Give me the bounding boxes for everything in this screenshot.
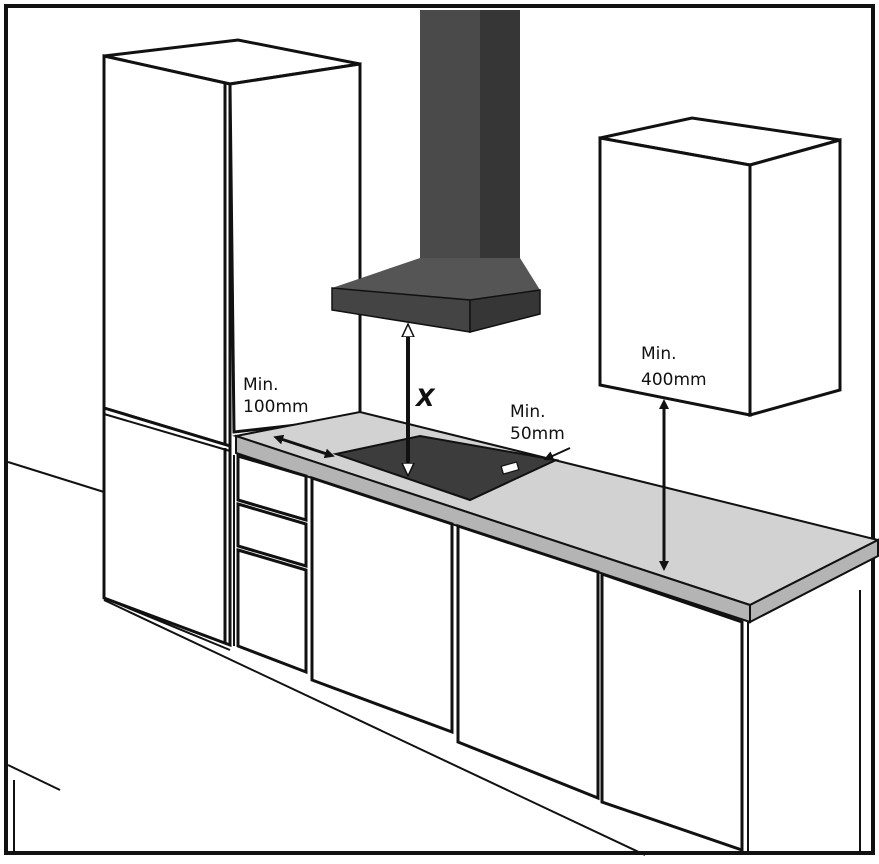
side-clearance-value-label: 100mm xyxy=(243,397,309,417)
back-clearance-min-label: Min. xyxy=(510,402,546,422)
frame-border xyxy=(4,4,875,855)
pointer-arrow-icon xyxy=(543,447,571,461)
back-clearance-value-label: 50mm xyxy=(510,424,565,444)
chimney-hood xyxy=(331,10,541,333)
hood-height-label: X xyxy=(416,384,435,412)
wall-cabinet xyxy=(598,116,842,417)
cabinet-clearance-value-label: 400mm xyxy=(641,370,707,390)
double-arrow-icon xyxy=(273,434,335,459)
cabinet-clearance-min-label: Min. xyxy=(641,344,677,364)
tall-fridge-unit xyxy=(102,38,362,651)
room xyxy=(7,461,861,856)
side-clearance-min-label: Min. xyxy=(243,375,279,395)
base-cabinets xyxy=(233,453,749,853)
hob-small-arrow-icon xyxy=(500,461,520,475)
induction-hob xyxy=(332,434,560,502)
